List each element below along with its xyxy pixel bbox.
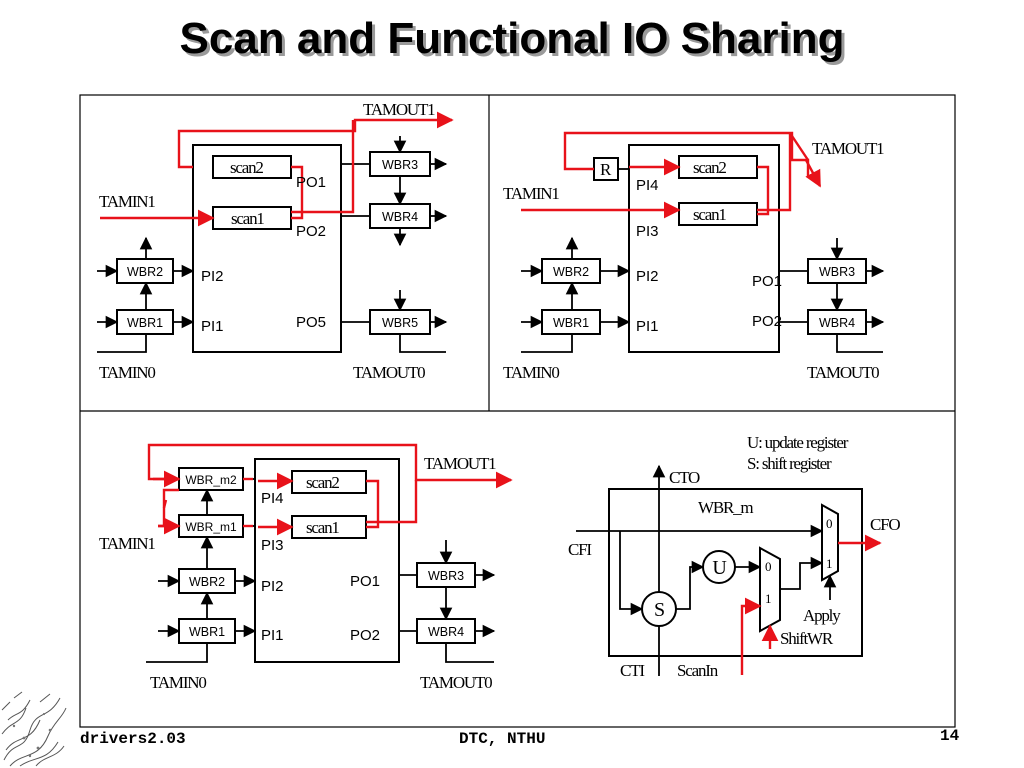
wbr3-label-c: WBR3: [428, 569, 464, 583]
scan1-label-b: scan1: [693, 205, 726, 224]
wbr-m-cell-box: [608, 488, 863, 657]
cfo-label: CFO: [870, 515, 900, 534]
wbr-m-label: WBR_m: [698, 498, 753, 517]
legend-shift-register: S: shift register: [747, 454, 832, 473]
cfi-label: CFI: [568, 540, 592, 559]
po1-label-b: PO1: [752, 273, 782, 290]
core-box-c: [254, 458, 400, 663]
wbr4-label-b: WBR4: [819, 316, 855, 330]
scan2-label-a: scan2: [230, 158, 263, 177]
tamin1-label-a: TAMIN1: [99, 192, 155, 211]
footer-course-code: drivers2.03: [80, 730, 186, 748]
r-label-b: R: [600, 160, 612, 179]
wbr4-label-c: WBR4: [428, 625, 464, 639]
wbr1-label-c: WBR1: [189, 625, 225, 639]
tamout1-label-c: TAMOUT1: [424, 454, 496, 473]
pi2-label-a: PI2: [201, 268, 224, 285]
shiftwr-label: ShiftWR: [780, 629, 834, 648]
update-register-label: U: [712, 557, 727, 579]
wbr2-label-a: WBR2: [127, 265, 163, 279]
scan2-label-b: scan2: [693, 158, 726, 177]
po2-label-a: PO2: [296, 223, 326, 240]
mux-apply-input-1: 1: [826, 556, 832, 571]
tamin0-label-c: TAMIN0: [150, 673, 206, 692]
wbr3-label-b: WBR3: [819, 265, 855, 279]
pi1-label-b: PI1: [636, 318, 659, 335]
tamin1-label-c: TAMIN1: [99, 534, 155, 553]
legend-update-register: U: update register: [747, 433, 849, 452]
shift-register-label: S: [654, 599, 664, 621]
scanin-label: ScanIn: [677, 661, 719, 680]
pi1-label-c: PI1: [261, 627, 284, 644]
tamout0-label-a: TAMOUT0: [353, 363, 425, 382]
tamin1-label-b: TAMIN1: [503, 184, 559, 203]
po1-label-c: PO1: [350, 573, 380, 590]
footer-institution: DTC, NTHU: [459, 730, 546, 748]
po5-label-a: PO5: [296, 314, 326, 331]
panel-d: U: update register S: shift register CTO…: [568, 433, 902, 680]
wbr2-label-c: WBR2: [189, 575, 225, 589]
pi2-label-b: PI2: [636, 268, 659, 285]
slide-title: Scan and Functional IO Sharing: [179, 14, 845, 63]
pi2-label-c: PI2: [261, 578, 284, 595]
tamout0-label-c: TAMOUT0: [420, 673, 492, 692]
po1-label-a: PO1: [296, 174, 326, 191]
wbr5-label-a: WBR5: [382, 316, 418, 330]
po2-label-b: PO2: [752, 313, 782, 330]
mux-apply: [821, 503, 839, 582]
panel-b: TAMOUT1 TAMIN1 TAMIN0 TAMOUT0 R scan2 sc…: [503, 131, 885, 382]
pi3-label-b: PI3: [636, 223, 659, 240]
po2-label-c: PO2: [350, 627, 380, 644]
pi3-label-c: PI3: [261, 537, 284, 554]
tamin0-label-a: TAMIN0: [99, 363, 155, 382]
wbr2-label-b: WBR2: [553, 265, 589, 279]
scan1-label-c: scan1: [306, 518, 339, 537]
wbr4-label-a: WBR4: [382, 210, 418, 224]
core-box-a: [192, 144, 342, 353]
pi4-label-b: PI4: [636, 177, 659, 194]
wbr-m2-label-c: WBR_m2: [185, 473, 237, 487]
tamin0-label-b: TAMIN0: [503, 363, 559, 382]
cto-label: CTO: [669, 468, 700, 487]
pi4-label-c: PI4: [261, 490, 284, 507]
tamout1-label-a: TAMOUT1: [363, 100, 435, 119]
wbr1-label-b: WBR1: [553, 316, 589, 330]
mux-shiftwr-input-0: 0: [765, 559, 771, 574]
pi1-label-a: PI1: [201, 318, 224, 335]
mux-apply-input-0: 0: [826, 516, 832, 531]
wbr3-label-a: WBR3: [382, 158, 418, 172]
university-logo: [0, 690, 68, 768]
page-number: 14: [940, 727, 960, 745]
panel-frame: [79, 94, 956, 728]
scan1-label-a: scan1: [231, 209, 264, 228]
tamout0-label-b: TAMOUT0: [807, 363, 879, 382]
wbr-m1-label-c: WBR_m1: [185, 520, 237, 534]
scan2-label-c: scan2: [306, 473, 339, 492]
apply-label: Apply: [803, 606, 841, 625]
mux-shiftwr-input-1: 1: [765, 591, 771, 606]
core-box-b: [628, 144, 780, 353]
panel-a: TAMOUT1 TAMIN1 TAMIN0 TAMOUT0 scan2 scan…: [97, 100, 454, 382]
cti-label: CTI: [620, 661, 645, 680]
panel-c: TAMOUT1 TAMIN1 TAMIN0 TAMOUT0 scan2 scan…: [99, 443, 513, 692]
wbr1-label-a: WBR1: [127, 316, 163, 330]
tamout1-label-b: TAMOUT1: [812, 139, 884, 158]
